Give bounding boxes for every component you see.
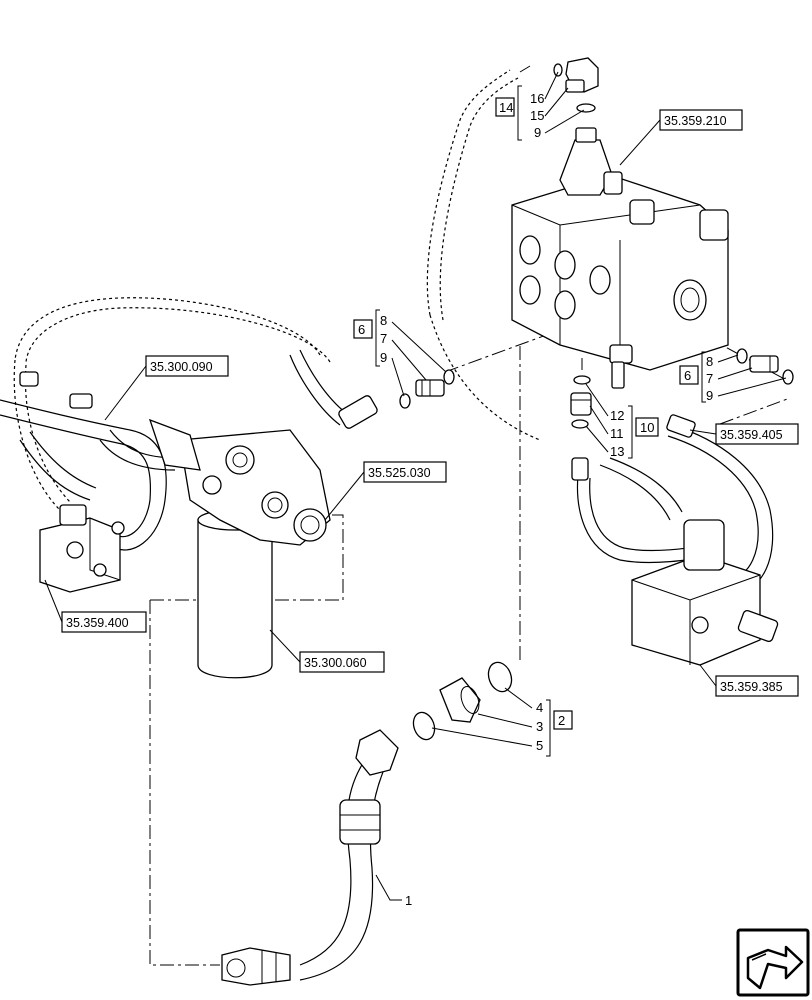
item-12: 12 [610, 408, 624, 423]
filter-assembly [148, 418, 331, 679]
item-7: 7 [706, 371, 713, 386]
group-14-callout: 14 16 15 9 [495, 71, 585, 141]
fitting-group-6-left [399, 369, 455, 409]
ref-callout-35-359-400[interactable]: 35.359.400 [44, 579, 147, 633]
control-valve [511, 127, 729, 389]
elbow-fitting-group-14 [519, 57, 599, 113]
next-page-arrow-icon[interactable] [736, 928, 810, 997]
item-16: 16 [530, 91, 544, 106]
priority-valve [39, 504, 125, 593]
item-7: 7 [380, 331, 387, 346]
ref-callout-35-359-210[interactable]: 35.359.210 [619, 109, 743, 166]
ref-label: 35.359.210 [664, 114, 727, 128]
item-8: 8 [380, 313, 387, 328]
ref-label: 35.525.030 [368, 466, 431, 480]
group-box-label: 6 [684, 368, 691, 383]
item-8: 8 [706, 354, 713, 369]
item-4: 4 [536, 700, 543, 715]
ref-callout-35-359-405[interactable]: 35.359.405 [689, 423, 799, 445]
item-11: 11 [610, 426, 624, 441]
ref-callout-35-300-060[interactable]: 35.300.060 [269, 629, 385, 673]
group-box-label: 10 [640, 420, 654, 435]
item-1: 1 [405, 893, 412, 908]
group-box-label: 6 [358, 322, 365, 337]
flow-control-valve [631, 519, 779, 666]
group-2-callout: 2 4 3 5 [431, 687, 573, 757]
fitting-group-10 [570, 375, 592, 429]
part-1-callout: 1 [375, 874, 412, 908]
hose-assembly-left [0, 349, 378, 551]
ref-label: 35.359.385 [720, 680, 783, 694]
hose-part-1 [221, 729, 399, 986]
fitting-group-6-right [736, 348, 794, 385]
group-box-label: 14 [499, 100, 513, 115]
item-13: 13 [610, 444, 624, 459]
group-box-label: 2 [558, 713, 565, 728]
ref-label: 35.300.090 [150, 360, 213, 374]
item-5: 5 [536, 738, 543, 753]
fitting-group-2 [412, 661, 513, 741]
item-9: 9 [534, 125, 541, 140]
ref-label: 35.359.405 [720, 428, 783, 442]
ref-callout-35-300-090[interactable]: 35.300.090 [104, 355, 229, 421]
ref-label: 35.359.400 [66, 616, 129, 630]
ref-callout-35-525-030[interactable]: 35.525.030 [324, 461, 447, 521]
item-9: 9 [380, 350, 387, 365]
item-15: 15 [530, 108, 544, 123]
group-10-callout: 10 12 11 13 [585, 383, 659, 459]
ref-label: 35.300.060 [304, 656, 367, 670]
item-9: 9 [706, 388, 713, 403]
ref-callout-35-359-385[interactable]: 35.359.385 [699, 664, 799, 697]
item-3: 3 [536, 719, 543, 734]
group-6-left-callout: 6 8 7 9 [353, 309, 447, 397]
group-6-right-callout: 6 8 7 9 [679, 351, 787, 403]
